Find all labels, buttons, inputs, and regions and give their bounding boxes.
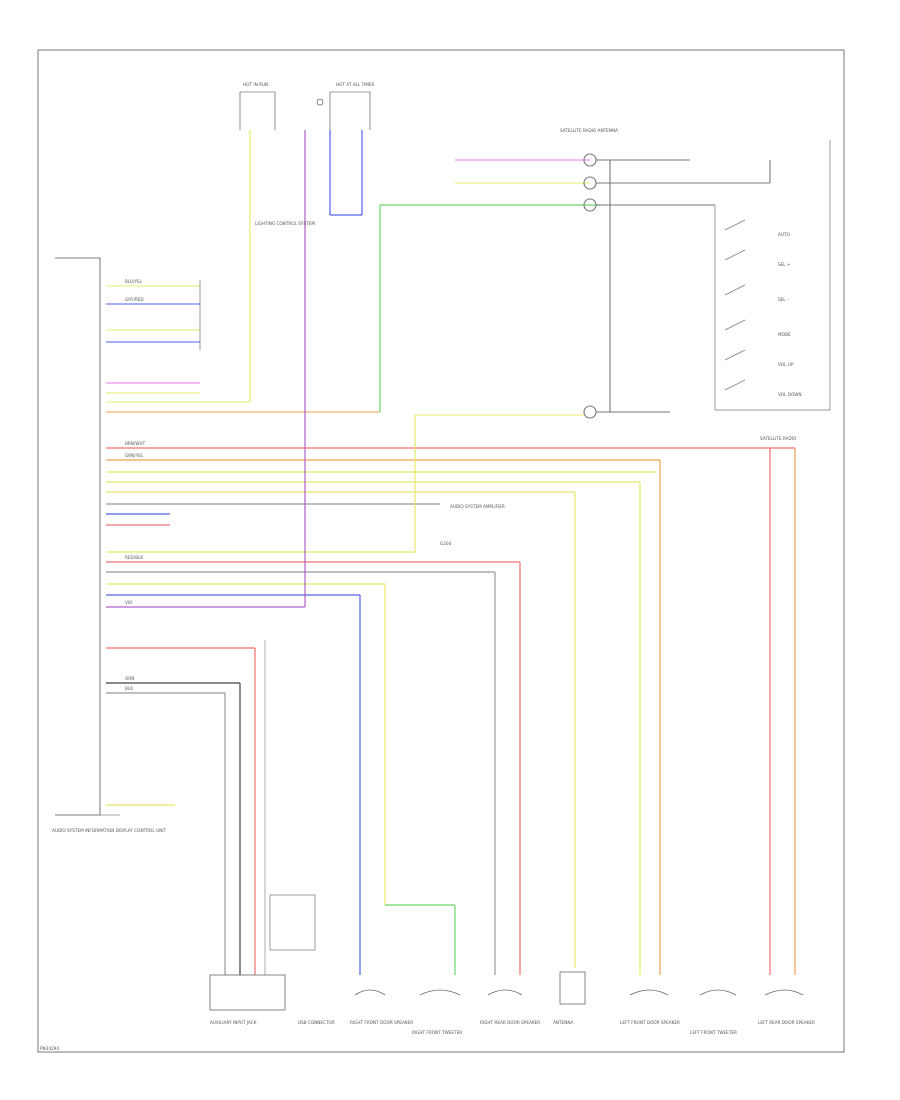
module-main-wires xyxy=(106,447,795,806)
module-top-wires xyxy=(106,280,380,413)
audio-unit-block xyxy=(55,257,120,816)
amp-note: AUDIO SYSTEM AMPLIFIER xyxy=(450,504,505,509)
satellite-connector xyxy=(415,153,771,419)
ground-label: G204 xyxy=(440,541,452,546)
bottom-label-2: RIGHT FRONT DOOR SPEAKER xyxy=(350,1020,413,1025)
switch-label-0: AUTO xyxy=(778,232,790,237)
bottom-label-4: RIGHT REAR DOOR SPEAKER xyxy=(480,1020,540,1025)
diagram-frame xyxy=(37,49,845,1053)
wire-color-7: BLK xyxy=(125,686,133,691)
figure-id: PN34294 xyxy=(40,1046,59,1051)
bottom-label-0: AUXILIARY INPUT JACK xyxy=(210,1020,257,1025)
antenna-note: SATELLITE RADIO ANTENNA xyxy=(560,128,618,133)
switch-label-1: SEL + xyxy=(778,262,791,267)
audio-unit-label: AUDIO SYSTEM INFORMATION DISPLAY CONTROL… xyxy=(52,828,166,833)
mid-label: LIGHTING CONTROL SYSTEM xyxy=(255,221,315,226)
bottom-label-6: LEFT FRONT DOOR SPEAKER xyxy=(620,1020,680,1025)
wire-color-6: ORN xyxy=(125,676,134,681)
switch-label-5: VOL DOWN xyxy=(778,392,802,397)
left-connector-title: HOT IN RUN xyxy=(243,82,268,87)
switch-label-4: VOL UP xyxy=(778,362,794,367)
wire-color-3: GRN/YEL xyxy=(125,453,144,458)
vertical-wires xyxy=(224,130,796,975)
bottom-label-7: LEFT FRONT TWEETER xyxy=(690,1030,737,1035)
switch-block xyxy=(714,140,831,411)
wire-color-4: RED/BLK xyxy=(125,555,143,560)
wire-color-5: VIO xyxy=(125,600,133,605)
right-connector-title: HOT AT ALL TIMES xyxy=(336,82,375,87)
bottom-label-5: ANTENNA xyxy=(553,1020,573,1025)
top-connectors xyxy=(239,91,371,130)
bottom-label-3: RIGHT FRONT TWEETER xyxy=(412,1030,462,1035)
bottom-label-1: USB CONNECTOR xyxy=(298,1020,335,1025)
bottom-label-8: LEFT REAR DOOR SPEAKER xyxy=(758,1020,815,1025)
wire-color-2: BRN/WHT xyxy=(125,441,146,446)
bottom-components xyxy=(209,894,804,1011)
switch-label-2: SEL - xyxy=(778,297,789,302)
switch-block-label: SATELLITE RADIO xyxy=(760,436,797,441)
switch-label-3: MODE xyxy=(778,332,791,337)
wire-color-0: BLU/YEL xyxy=(125,279,143,284)
wire-color-1: GRY/RED xyxy=(125,297,144,302)
